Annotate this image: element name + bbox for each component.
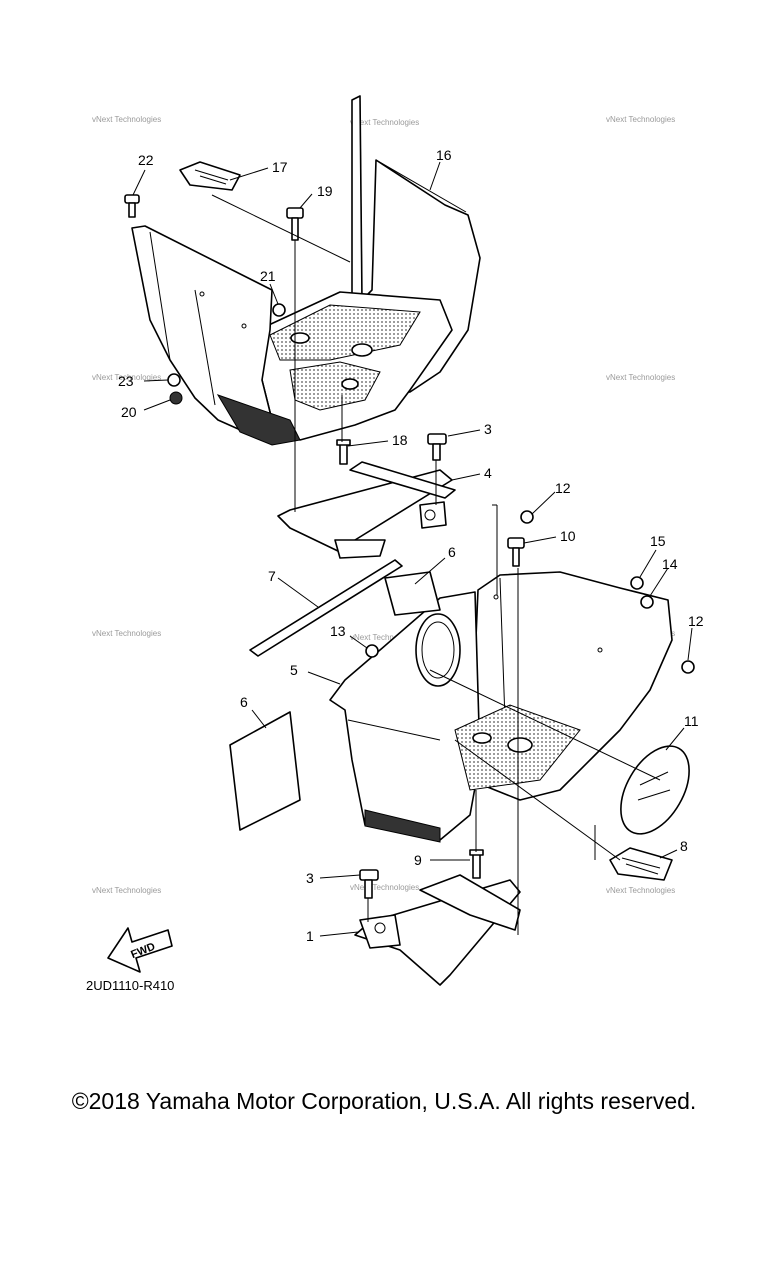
callout-10: 11 (684, 713, 699, 729)
callout-12-lower: 12 (688, 613, 704, 629)
copyright-notice: ©2018 Yamaha Motor Corporation, U.S.A. A… (71, 1088, 697, 1114)
bolt-12-upper (520, 510, 534, 524)
callout-15: 15 (650, 533, 666, 549)
watermark: vNext Technologies (606, 115, 675, 124)
nut-23 (169, 391, 183, 405)
nut-15 (630, 576, 644, 590)
fwd-arrow-icon: FWD (107, 927, 173, 973)
bolt-12-lower (681, 660, 695, 674)
grip-plate-lower (609, 847, 673, 881)
bracket-lower (354, 874, 521, 986)
watermark: vNext Technologies (92, 629, 161, 638)
nut-22 (167, 373, 181, 387)
alignment-lines (211, 194, 661, 935)
bolt-21 (272, 303, 286, 317)
watermarks: vNext Technologies vNext Technologies vN… (92, 115, 675, 895)
footrest-upper-assembly (131, 95, 481, 446)
diagram-code: 2UD1110-R410 (86, 978, 175, 993)
callout-4: 5 (290, 662, 298, 678)
parts-exploded-diagram: vNext Technologies vNext Technologies vN… (92, 95, 704, 986)
callout-14: 14 (662, 556, 678, 572)
callout-2: 4 (484, 465, 492, 481)
watermark: vNext Technologies (92, 373, 161, 382)
callout-3-upper: 3 (484, 421, 492, 437)
callout-8: 8 (680, 838, 688, 854)
callout-1: 1 (306, 928, 314, 944)
bracket-upper (277, 461, 456, 559)
footrest-lower-assembly (329, 571, 673, 843)
callout-11: 10 (560, 528, 576, 544)
washer-14 (640, 595, 654, 609)
callout-20: 22 (138, 152, 154, 168)
watermark: vNext Technologies (350, 883, 419, 892)
grip-plate-upper (179, 161, 241, 191)
watermark: vNext Technologies (350, 633, 419, 642)
callout-3-lower: 3 (306, 870, 314, 886)
watermark: vNext Technologies (350, 118, 419, 127)
cap-10 (620, 745, 690, 835)
bolt-18 (336, 439, 351, 465)
bolt-9 (469, 849, 484, 879)
callout-6: 6 (448, 544, 456, 560)
watermark: vNext Technologies (606, 373, 675, 382)
callout-16: 16 (436, 147, 452, 163)
bolt-20 (124, 194, 140, 218)
callout-21: 21 (260, 268, 276, 284)
callout-22: 23 (118, 373, 134, 389)
callout-17: 17 (272, 159, 288, 175)
watermark: vNext Technologies (92, 115, 161, 124)
watermark: vNext Technologies (92, 886, 161, 895)
leaders (132, 161, 693, 937)
callout-5: 6 (240, 694, 248, 710)
callout-9: 9 (414, 852, 422, 868)
decal-5 (229, 711, 301, 831)
callout-19: 19 (317, 183, 333, 199)
callout-numbers: 22 17 16 19 21 23 20 18 3 4 12 10 15 14 … (118, 147, 704, 944)
callout-18: 18 (392, 432, 408, 448)
bolt-11 (507, 537, 525, 567)
callout-12-upper: 12 (555, 480, 571, 496)
bolt-3-upper (427, 433, 447, 461)
callout-7: 7 (268, 568, 276, 584)
strip-7 (249, 559, 403, 657)
callout-13: 13 (330, 623, 346, 639)
watermark: vNext Technologies (606, 886, 675, 895)
nut-13 (365, 644, 379, 658)
callout-23: 20 (121, 404, 137, 420)
decal-6 (384, 571, 441, 616)
